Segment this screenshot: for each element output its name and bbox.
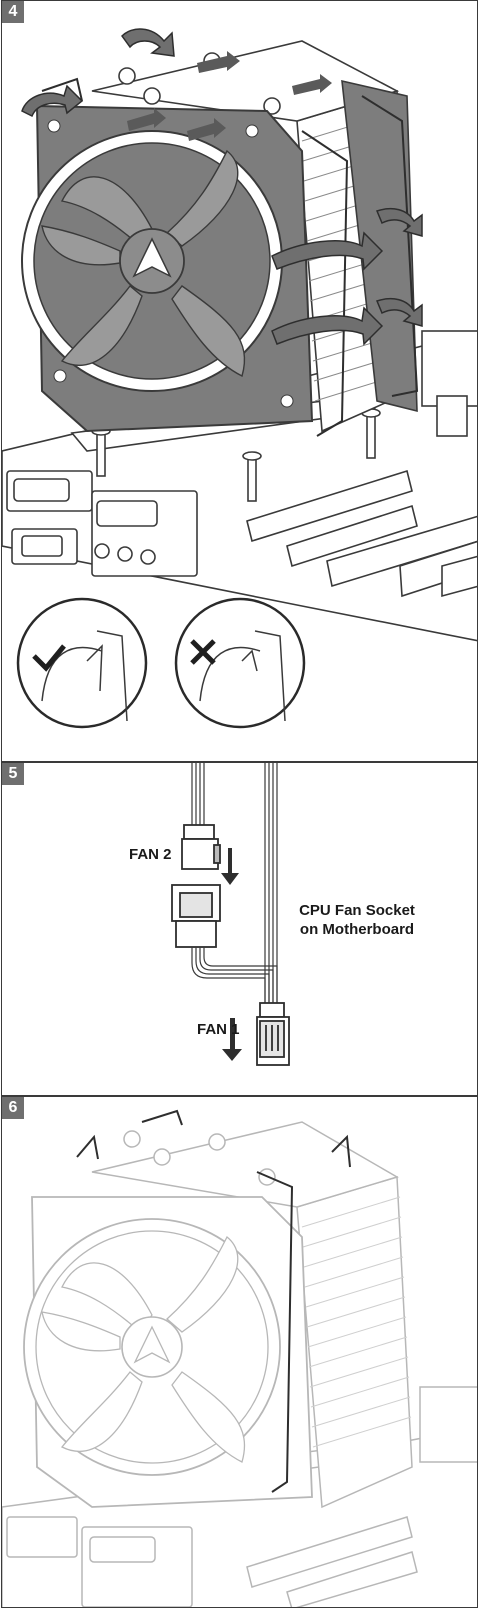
cpu-fan-socket-label: CPU Fan Socket on Motherboard [292,901,422,939]
check-mark-icon [32,644,66,672]
front-fan-drawing [21,104,314,433]
down-arrow-icon [221,848,239,885]
step-4-panel: 4 [1,0,478,762]
step-4-illustration [2,28,477,729]
front-fan-drawing [23,1196,313,1508]
step-6-illustration [2,1109,477,1607]
step-number-badge: 4 [2,1,24,23]
push-arrows [127,51,332,141]
fan-2-cable [191,763,205,828]
correct-clip-inset [16,597,148,729]
socket-label-line-2: on Motherboard [299,921,415,938]
down-arrow-icon [222,1018,242,1061]
step-6-panel: 6 [1,1096,478,1608]
fan-clips [41,77,419,437]
fan-clips [76,1109,351,1493]
cross-mark-icon [190,639,216,665]
fan-2-label: FAN 2 [129,846,172,863]
fan-2-connector [181,824,221,870]
fan-1-label: FAN 1 [197,1021,240,1038]
incorrect-clip-inset [174,597,306,729]
step-5-panel: 5 [1,762,478,1096]
step-number-badge: 6 [2,1097,24,1119]
extension-connector [171,884,221,948]
fan-1-connector [256,1002,290,1066]
socket-label-line-1: CPU Fan Socket [299,902,415,919]
heatsink-drawing [91,1121,413,1509]
rear-fan-drawing [341,79,418,413]
fan-connector-diagram [171,763,290,1066]
y-splitter-cable [191,763,278,1003]
rotation-arrows [21,28,423,346]
step-number-badge: 5 [2,763,24,785]
